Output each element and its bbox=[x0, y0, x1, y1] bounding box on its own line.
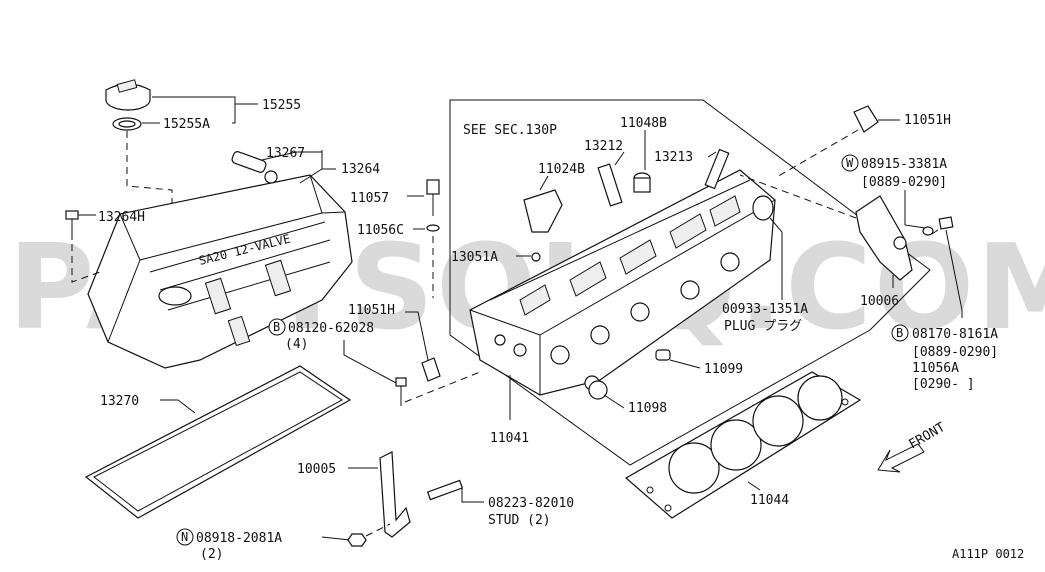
washer-11056C[interactable] bbox=[426, 224, 440, 232]
mark-b2 bbox=[891, 324, 909, 342]
mark-b1-letter: B bbox=[273, 320, 280, 334]
stud-08223[interactable] bbox=[426, 479, 464, 501]
label-11057[interactable]: 11057 bbox=[350, 191, 389, 206]
leader-11051H-left bbox=[405, 311, 429, 361]
label-13051A[interactable]: 13051A bbox=[451, 250, 498, 265]
guide-10006 bbox=[739, 174, 857, 219]
label-stud: STUD (2) bbox=[488, 513, 551, 528]
pushrod-13212[interactable] bbox=[597, 163, 623, 207]
plug-11051H-right[interactable] bbox=[853, 105, 879, 133]
plug-00933[interactable] bbox=[752, 195, 774, 221]
label-15255[interactable]: 15255 bbox=[262, 98, 301, 113]
label-plug: PLUG プラグ bbox=[724, 319, 802, 334]
rocker-cover[interactable]: SA20 12-VALVE bbox=[87, 174, 353, 369]
oil-filler-cap-gasket[interactable] bbox=[112, 117, 142, 131]
section-reference[interactable]: SEE SEC.130P bbox=[463, 123, 557, 138]
leader-08223 bbox=[461, 488, 484, 503]
mark-w-letter: W bbox=[846, 156, 854, 170]
leader-08120 bbox=[343, 340, 399, 385]
leader-00933 bbox=[769, 217, 783, 300]
plug-11099[interactable] bbox=[655, 349, 671, 361]
label-13212[interactable]: 13212 bbox=[584, 139, 623, 154]
leader-08918 bbox=[321, 536, 351, 541]
head-frame bbox=[449, 99, 931, 466]
label-08918-2081A[interactable]: 08918-2081A bbox=[196, 531, 282, 546]
plug-11051H-left[interactable] bbox=[421, 357, 441, 382]
label-11098[interactable]: 11098 bbox=[628, 401, 667, 416]
mark-b2-letter: B bbox=[896, 326, 903, 340]
label-13264[interactable]: 13264 bbox=[341, 162, 380, 177]
mark-w bbox=[841, 154, 859, 172]
label-11051H-right[interactable]: 11051H bbox=[904, 113, 951, 128]
label-13264H[interactable]: 13264H bbox=[98, 210, 145, 225]
label-13267[interactable]: 13267 bbox=[266, 146, 305, 161]
guide-11051H-right bbox=[774, 129, 859, 179]
label-11041[interactable]: 11041 bbox=[490, 431, 529, 446]
label-15255A[interactable]: 15255A bbox=[163, 117, 210, 132]
pushrod-13213[interactable] bbox=[704, 148, 730, 190]
guide-nut bbox=[365, 523, 391, 537]
label-13213[interactable]: 13213 bbox=[654, 150, 693, 165]
leader-13213 bbox=[707, 151, 717, 158]
leader-08915 bbox=[904, 190, 926, 229]
front-arrow-icon bbox=[877, 443, 925, 473]
washer-08915[interactable] bbox=[922, 226, 934, 236]
leader-11024B bbox=[539, 175, 549, 191]
label-11056A-range: [0290- ] bbox=[912, 377, 975, 392]
mark-n-letter: N bbox=[181, 530, 188, 544]
stud-11057[interactable] bbox=[426, 179, 440, 216]
bolt-08120[interactable] bbox=[395, 377, 407, 406]
label-11051H-left[interactable]: 11051H bbox=[348, 303, 395, 318]
leader-13270 bbox=[160, 399, 196, 414]
label-10005[interactable]: 10005 bbox=[297, 462, 336, 477]
cylinder-head[interactable] bbox=[469, 169, 776, 396]
bracket-10005[interactable] bbox=[379, 451, 411, 538]
label-08170-8161A[interactable]: 08170-8161A bbox=[912, 327, 998, 342]
label-08918-qty: (2) bbox=[200, 547, 223, 562]
label-08170-range: [0889-0290] bbox=[912, 345, 998, 360]
label-10006[interactable]: 10006 bbox=[860, 294, 899, 309]
guide-bolt bbox=[71, 244, 101, 283]
leader-08170 bbox=[945, 229, 963, 318]
head-gasket[interactable] bbox=[624, 371, 862, 519]
spring-seat-11048B[interactable] bbox=[633, 172, 651, 193]
bolt-08170[interactable] bbox=[931, 216, 954, 235]
leader-13212 bbox=[614, 151, 625, 166]
guide-08120 bbox=[404, 371, 481, 403]
rocker-cover-gasket[interactable] bbox=[84, 365, 352, 519]
label-08915-3381A[interactable]: 08915-3381A bbox=[861, 157, 947, 172]
mark-n bbox=[176, 528, 194, 546]
label-11024B[interactable]: 11024B bbox=[538, 162, 585, 177]
nut-08918[interactable] bbox=[347, 533, 367, 547]
bracket-10006[interactable] bbox=[855, 195, 913, 281]
leader-11099 bbox=[669, 359, 701, 369]
dowel-13051A[interactable] bbox=[531, 252, 541, 262]
pcv-valve[interactable] bbox=[231, 151, 278, 184]
label-11056C[interactable]: 11056C bbox=[357, 223, 404, 238]
label-11099[interactable]: 11099 bbox=[704, 362, 743, 377]
leader-11044 bbox=[747, 481, 761, 491]
leader-15255 bbox=[152, 96, 258, 124]
label-11056A[interactable]: 11056A bbox=[912, 361, 959, 376]
label-08915-range: [0889-0290] bbox=[861, 175, 947, 190]
label-11048B[interactable]: 11048B bbox=[620, 116, 667, 131]
oil-filler-cap[interactable] bbox=[105, 79, 151, 111]
label-08120-qty[interactable]: (4) bbox=[285, 337, 308, 352]
figure-code: A111P 0012 bbox=[952, 547, 1024, 561]
leader-13264 bbox=[299, 150, 336, 184]
label-00933-1351A[interactable]: 00933-1351A bbox=[722, 302, 808, 317]
label-13270[interactable]: 13270 bbox=[100, 394, 139, 409]
label-08223-82010[interactable]: 08223-82010 bbox=[488, 496, 574, 511]
label-08120-62028[interactable]: 08120-62028 bbox=[288, 321, 374, 336]
rocker-bracket[interactable] bbox=[523, 189, 563, 233]
guide-cap bbox=[126, 131, 173, 296]
label-11044[interactable]: 11044 bbox=[750, 493, 789, 508]
front-label: FRONT bbox=[907, 420, 949, 453]
leader-11098 bbox=[603, 394, 625, 409]
seal-11098[interactable] bbox=[588, 380, 608, 400]
mark-b1 bbox=[268, 318, 286, 336]
